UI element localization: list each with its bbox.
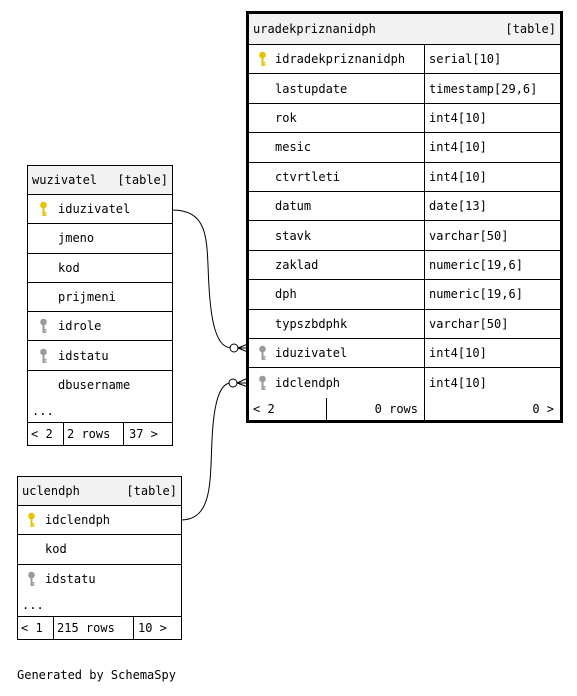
foreign-key-icon — [18, 571, 45, 587]
column-type: int4[10] — [429, 375, 487, 390]
table-row: ctvrtleti int4[10] — [249, 162, 560, 192]
footer-left: < 2 — [28, 423, 64, 446]
footer-rows: 2 rows — [64, 423, 124, 446]
table-name: wuzivatel — [32, 173, 98, 187]
column-type: numeric[19,6] — [429, 257, 523, 272]
column-name: idrole — [58, 319, 102, 334]
table-footer: < 2 0 rows 0 > — [249, 397, 560, 420]
table-row: datum date[13] — [249, 191, 560, 222]
table-tag: [table] — [117, 173, 168, 187]
column-name: datum — [275, 199, 312, 214]
table-row: idstatu — [28, 341, 172, 371]
table-uclendph[interactable]: uclendph [table] idclendph kod idstatu ...… — [17, 476, 182, 640]
footer-left: < 1 — [18, 616, 54, 639]
column-name: kod — [45, 542, 67, 557]
table-tag: [table] — [505, 22, 556, 36]
column-type: int4[10] — [429, 110, 487, 125]
column-name: jmeno — [58, 231, 95, 246]
table-row: iduzivatel — [28, 195, 172, 225]
column-type: timestamp[29,6] — [429, 81, 538, 96]
edge-wuzivatel-to-uradek — [171, 209, 234, 349]
column-name: iduzivatel — [58, 202, 131, 217]
footer-right: 10 > — [138, 620, 167, 635]
table-row: idrole — [28, 312, 172, 342]
table-footer: < 2 2 rows 37 > — [28, 423, 172, 446]
table-row: idclendph int4[10] — [249, 368, 560, 398]
foreign-key-icon — [249, 375, 275, 391]
table-header: wuzivatel [table] — [28, 166, 172, 195]
table-name: uclendph — [22, 484, 80, 498]
table-row: dph numeric[19,6] — [249, 280, 560, 310]
column-name: zaklad — [275, 257, 319, 272]
table-row: jmeno — [28, 224, 172, 254]
table-row: dbusername — [28, 371, 172, 400]
column-type: int4[10] — [429, 140, 487, 155]
foreign-key-icon — [28, 348, 58, 364]
column-type: date[13] — [429, 199, 487, 214]
column-name: idstatu — [45, 572, 96, 587]
table-row: mesic int4[10] — [249, 133, 560, 163]
table-row: idradekpriznanidph serial[10] — [249, 45, 560, 75]
generated-by-text: Generated by SchemaSpy — [17, 668, 176, 682]
foreign-key-icon — [28, 318, 58, 334]
column-name: idstatu — [58, 348, 109, 363]
column-name: idclendph — [45, 513, 111, 528]
table-tag: [table] — [126, 484, 177, 498]
column-name: iduzivatel — [275, 346, 348, 361]
table-row: iduzivatel int4[10] — [249, 338, 560, 369]
column-type: int4[10] — [429, 169, 487, 184]
edge-end-circle — [229, 343, 239, 353]
primary-key-icon — [18, 512, 45, 528]
column-name: stavk — [275, 228, 312, 243]
table-row: typszbdphk varchar[50] — [249, 309, 560, 339]
more-rows: ... — [28, 400, 172, 424]
table-row: idclendph — [18, 506, 181, 536]
footer-right: 37 > — [129, 427, 158, 442]
column-name: dbusername — [58, 378, 131, 393]
column-name: idradekpriznanidph — [275, 52, 406, 67]
column-type: varchar[50] — [429, 228, 509, 243]
table-uradekpriznanidph[interactable]: uradekpriznanidph [table] idradekpriznan… — [246, 11, 563, 423]
foreign-key-icon — [249, 345, 275, 361]
footer-left: < 2 — [249, 397, 327, 420]
edge-end-circle — [228, 378, 238, 388]
column-type: numeric[19,6] — [429, 287, 523, 302]
table-row: stavk varchar[50] — [249, 221, 560, 251]
column-name: kod — [58, 260, 80, 275]
column-name: dph — [275, 287, 297, 302]
table-row: zaklad numeric[19,6] — [249, 250, 560, 281]
table-wuzivatel[interactable]: wuzivatel [table] iduzivatel jmeno kod prij… — [27, 165, 173, 447]
column-name: idclendph — [275, 375, 341, 390]
column-type: serial[10] — [429, 52, 502, 67]
column-name: mesic — [275, 140, 312, 155]
footer-rows: 0 rows — [327, 397, 425, 420]
table-row: kod — [28, 254, 172, 283]
more-indicator: ... — [22, 597, 44, 612]
more-rows: ... — [18, 594, 181, 617]
table-header: uclendph [table] — [18, 477, 181, 506]
more-indicator: ... — [32, 404, 54, 419]
footer-right: 0 > — [532, 401, 554, 416]
footer-rows: 215 rows — [54, 616, 134, 639]
column-name: prijmeni — [58, 290, 116, 305]
table-row: idstatu — [18, 565, 181, 594]
column-name: lastupdate — [275, 81, 348, 96]
column-name: rok — [275, 110, 297, 125]
column-name: typszbdphk — [275, 316, 348, 331]
table-row: prijmeni — [28, 283, 172, 313]
primary-key-icon — [249, 51, 275, 67]
column-name: ctvrtleti — [275, 169, 341, 184]
table-row: kod — [18, 535, 181, 565]
table-header: uradekpriznanidph [table] — [249, 14, 560, 45]
primary-key-icon — [28, 201, 58, 217]
column-type: varchar[50] — [429, 316, 509, 331]
edge-uclendph-to-uradek — [180, 382, 232, 521]
column-type: int4[10] — [429, 346, 487, 361]
table-name: uradekpriznanidph — [253, 22, 376, 36]
table-footer: < 1 215 rows 10 > — [18, 616, 181, 639]
table-row: lastupdate timestamp[29,6] — [249, 74, 560, 104]
table-row: rok int4[10] — [249, 103, 560, 134]
